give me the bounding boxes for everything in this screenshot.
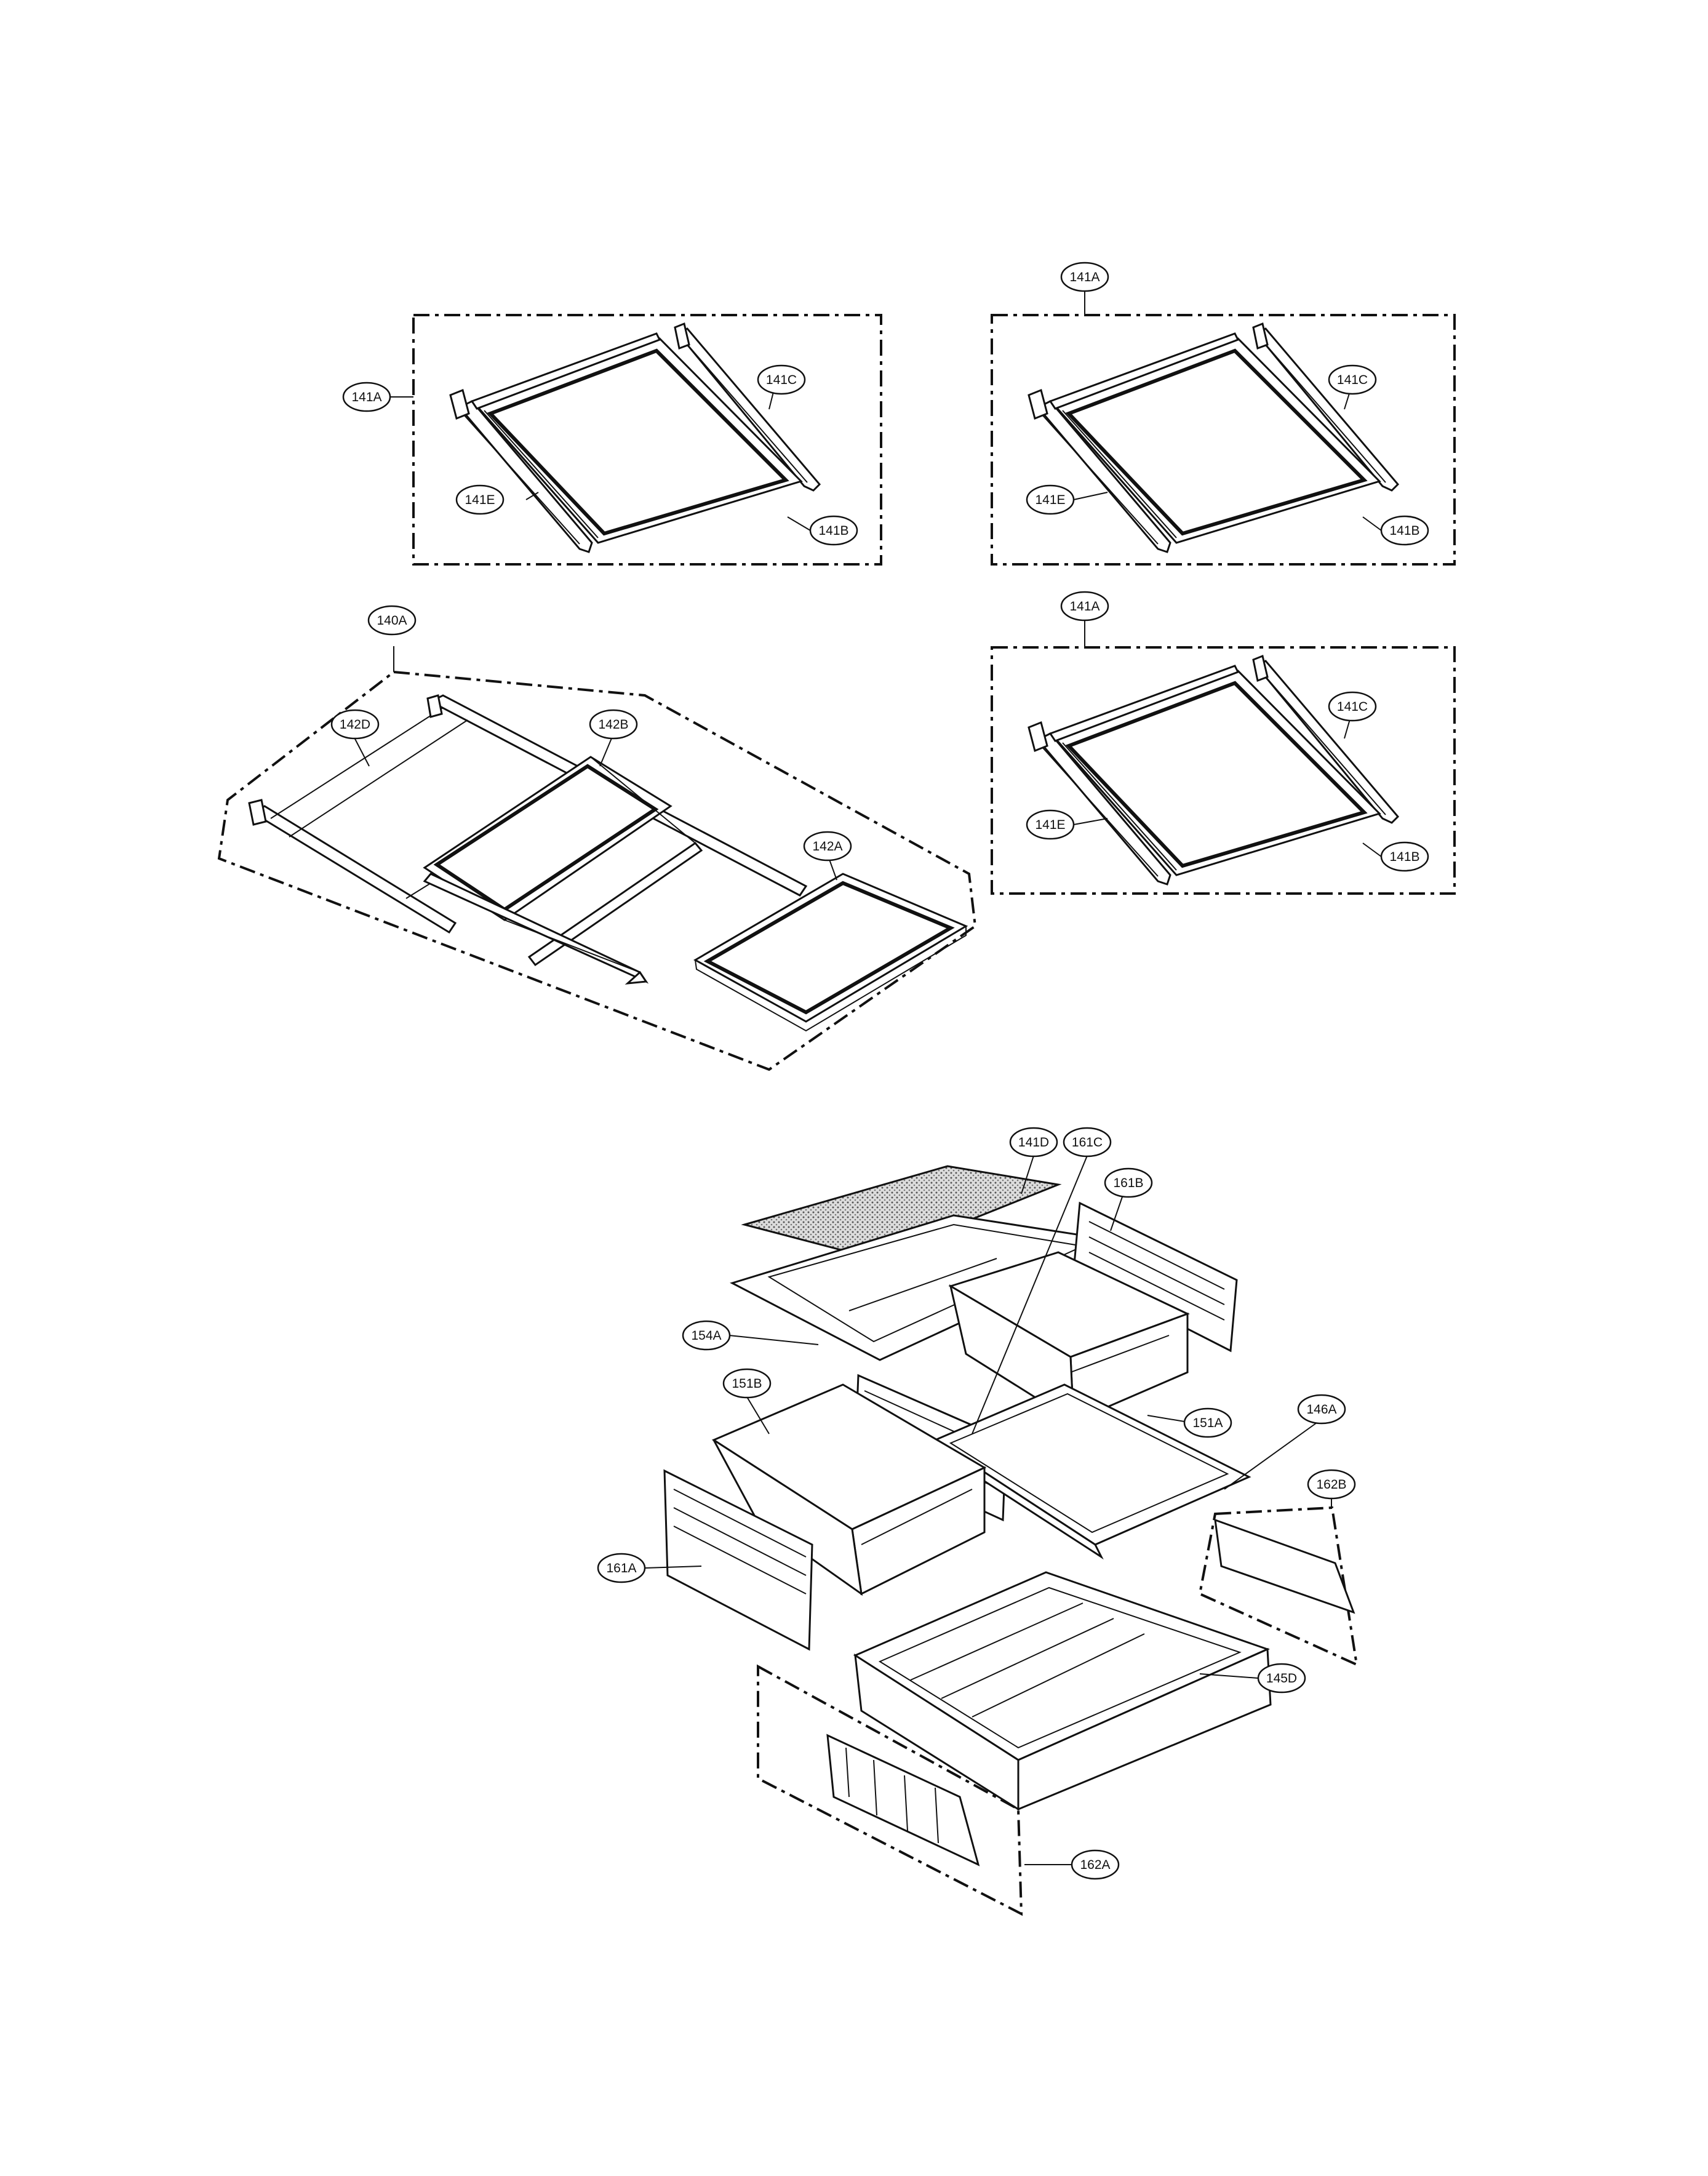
callout-label: 151B (732, 1377, 762, 1391)
callout-label: 141C (766, 373, 797, 387)
callout-label: 141C (1337, 373, 1368, 387)
callout-label: 141A (1069, 270, 1099, 284)
callout-141A: 141A (342, 382, 391, 412)
callout-label: 154A (691, 1329, 721, 1343)
callout-label: 146A (1306, 1402, 1336, 1417)
callout-label: 141A (351, 390, 381, 404)
callout-151B: 151B (722, 1368, 772, 1399)
callout-141D: 141D (1009, 1127, 1058, 1158)
callout-label: 161B (1113, 1176, 1143, 1190)
crisper-assembly: 141D 161C 161B 154A 151B 151A 146A 162B … (597, 1127, 1359, 1916)
callout-label: 161A (606, 1561, 636, 1575)
callout-141B: 141B (1380, 515, 1429, 546)
callout-label: 141B (1389, 524, 1419, 538)
callout-label: 141C (1337, 700, 1368, 714)
callout-label: 141E (1035, 493, 1065, 507)
callout-146A: 146A (1297, 1394, 1346, 1425)
callout-142D: 142D (330, 709, 380, 740)
callout-label: 142B (598, 718, 628, 732)
callout-label: 162A (1080, 1858, 1110, 1872)
shelf-assembly-middle-right: 141A 141C 141E 141B (991, 591, 1456, 895)
callout-141A: 141A (1060, 591, 1109, 622)
callout-label: 141A (1069, 599, 1099, 614)
callout-141B: 141B (809, 515, 858, 546)
callout-154A: 154A (682, 1320, 731, 1351)
callout-141C: 141C (1328, 691, 1377, 722)
callout-141C: 141C (757, 364, 806, 395)
callout-145D: 145D (1257, 1663, 1306, 1694)
callout-161C: 161C (1063, 1127, 1112, 1158)
shelf-drawing (450, 324, 820, 552)
callout-142B: 142B (589, 709, 638, 740)
shelf-drawing (1029, 324, 1398, 552)
callout-label: 151A (1192, 1416, 1223, 1430)
callout-141E: 141E (1026, 484, 1075, 515)
callout-151A: 151A (1183, 1407, 1232, 1438)
shelf-assembly-top-right: 141A 141C 141E 141B (991, 262, 1456, 566)
callout-label: 145D (1266, 1671, 1297, 1686)
callout-label: 141E (465, 493, 495, 507)
callout-label: 162B (1316, 1478, 1346, 1492)
callout-label: 142D (340, 718, 370, 732)
shelf-drawing (1029, 656, 1398, 884)
callout-161B: 161B (1104, 1167, 1153, 1198)
callout-141B: 141B (1380, 841, 1429, 872)
callout-141E: 141E (455, 484, 505, 515)
callout-142A: 142A (803, 831, 852, 862)
callout-label: 141E (1035, 818, 1065, 832)
callout-141C: 141C (1328, 364, 1377, 395)
callout-label: 141B (818, 524, 848, 538)
callout-141E: 141E (1026, 809, 1075, 840)
sliding-shelf-assembly: 140A 142D 142B 142A (217, 605, 977, 1071)
callout-140A: 140A (367, 605, 417, 636)
crisper-glass (741, 1165, 1062, 1260)
shelf-assembly-top-left: 141A 141C 141E 141B (342, 314, 882, 566)
callout-label: 142A (812, 839, 842, 854)
callout-label: 141D (1018, 1135, 1049, 1150)
callout-161A: 161A (597, 1553, 646, 1583)
callout-label: 141B (1389, 850, 1419, 864)
callout-label: 161C (1072, 1135, 1103, 1150)
callout-162B: 162B (1307, 1469, 1356, 1500)
callout-141A: 141A (1060, 262, 1109, 292)
callout-label: 140A (377, 614, 407, 628)
callout-162A: 162A (1071, 1849, 1120, 1880)
